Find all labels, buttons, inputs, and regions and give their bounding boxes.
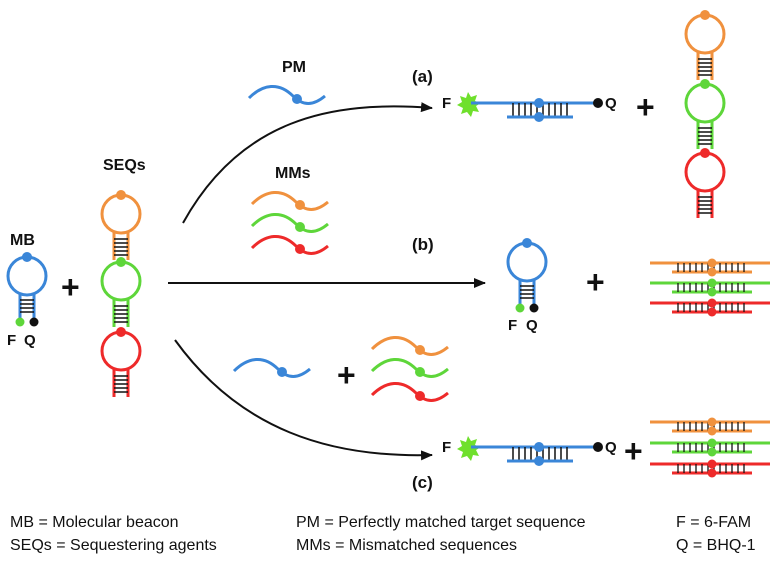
- mm-green: [250, 212, 330, 233]
- free-seq-red: [684, 146, 726, 220]
- seq-red: [100, 325, 142, 399]
- label-b: (b): [412, 235, 434, 254]
- label-f-left: F: [7, 332, 16, 349]
- label-a: (a): [412, 67, 433, 86]
- molecular-beacon: [6, 250, 48, 328]
- label-q-a: Q: [605, 95, 617, 112]
- legend-f: F = 6-FAM: [676, 514, 752, 531]
- pm-strand: [247, 84, 327, 105]
- seq-green: [100, 255, 142, 329]
- label-f-a: F: [442, 95, 451, 112]
- mm-orange-c: [370, 335, 450, 356]
- mm-orange: [250, 190, 330, 211]
- plus-left: +: [61, 269, 80, 305]
- legend-mb: MB = Molecular beacon: [10, 514, 179, 531]
- label-c: (c): [412, 473, 433, 492]
- legend-q: Q = BHQ-1: [676, 537, 756, 554]
- mm-red-c: [370, 381, 450, 402]
- seq-orange: [100, 188, 142, 262]
- duplex-c: [469, 440, 603, 468]
- seq-mm-duplexes-c: [650, 417, 770, 478]
- label-seqs: SEQs: [103, 157, 146, 174]
- legend-seqs: SEQs = Sequestering agents: [10, 537, 217, 554]
- label-f-b: F: [508, 317, 517, 334]
- quencher-c: [593, 442, 603, 452]
- label-q-c: Q: [605, 439, 617, 456]
- arrow-a: [182, 102, 433, 224]
- quencher-a: [593, 98, 603, 108]
- legend-mms: MMs = Mismatched sequences: [296, 537, 517, 554]
- label-f-c: F: [442, 439, 451, 456]
- free-seq-orange: [684, 8, 726, 82]
- plus-c-mid: +: [337, 357, 356, 393]
- mm-green-c: [370, 357, 450, 378]
- plus-b: +: [586, 264, 605, 300]
- plus-c: +: [624, 433, 643, 469]
- duplex-a: [469, 96, 603, 124]
- fluorophore-c: [457, 436, 481, 461]
- pm-strand-c: [232, 357, 312, 378]
- plus-a: +: [636, 89, 655, 125]
- seq-mm-duplexes-b: [650, 258, 770, 317]
- closed-beacon-b: [506, 236, 548, 314]
- legend-pm: PM = Perfectly matched target sequence: [296, 514, 586, 531]
- label-mms: MMs: [275, 165, 311, 182]
- label-q-left: Q: [24, 332, 36, 349]
- label-q-b: Q: [526, 317, 538, 334]
- label-pm: PM: [282, 59, 306, 76]
- mm-red: [250, 234, 330, 255]
- arrow-c: [174, 339, 433, 461]
- fluorophore-a: [457, 92, 481, 117]
- label-mb: MB: [10, 232, 35, 249]
- free-seq-green: [684, 77, 726, 151]
